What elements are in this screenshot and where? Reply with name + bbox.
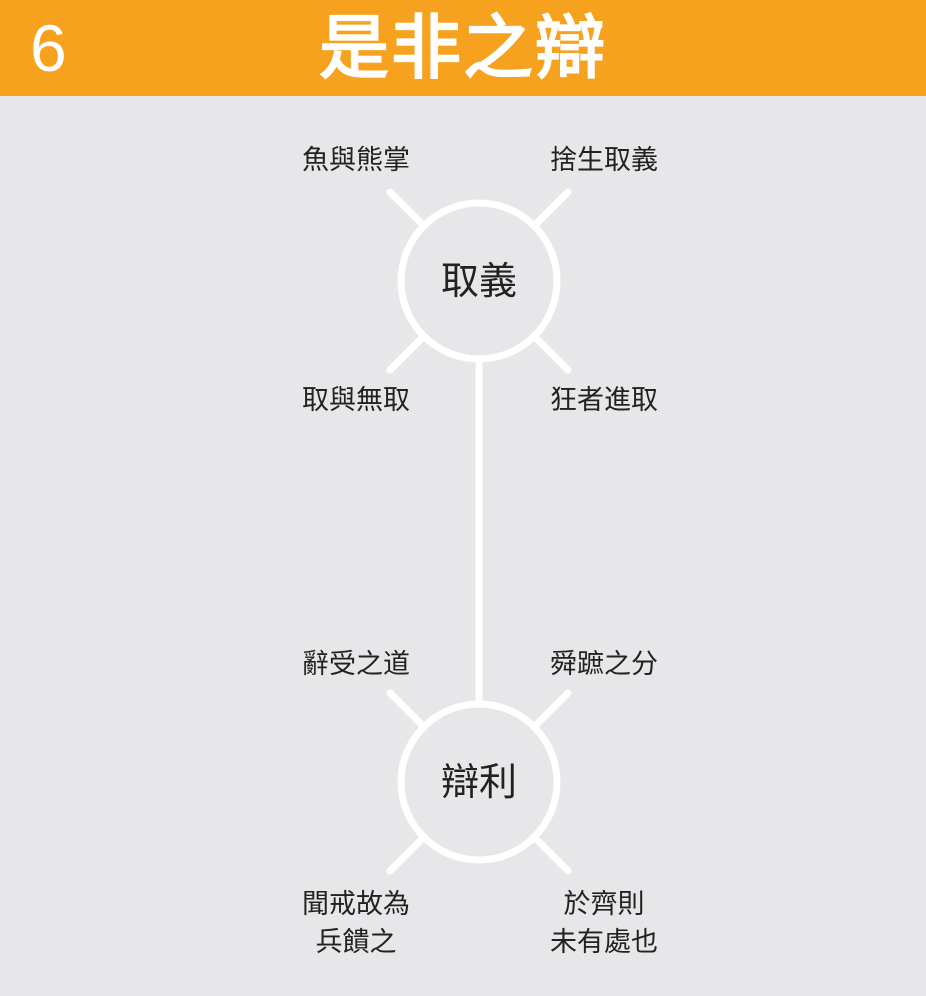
top-hub-label-bottom-right: 狂者進取 xyxy=(550,385,658,416)
top-hub-circle xyxy=(397,199,561,363)
bottom-hub-ray-bl xyxy=(386,833,428,875)
page-title: 是非之辯 xyxy=(319,7,607,89)
bottom-hub-label-top-right: 舜蹠之分 xyxy=(550,649,658,680)
top-hub-ray-tl xyxy=(386,188,428,230)
top-hub-ray-tr xyxy=(530,188,572,230)
bottom-hub-ray-tr xyxy=(530,689,572,731)
bottom-hub-label-top-left: 辭受之道 xyxy=(302,649,410,680)
header-bar: 6 是非之辯 xyxy=(0,0,926,96)
bottom-hub-ray-tl xyxy=(386,689,428,731)
top-hub-ray-bl xyxy=(386,332,428,374)
top-hub-label-bottom-left: 取與無取 xyxy=(302,385,410,416)
top-hub-label: 取義 xyxy=(440,259,517,303)
bottom-hub-label-bottom-left-line2: 兵饋之 xyxy=(315,927,397,958)
bottom-hub-label-bottom-right-line2: 未有處也 xyxy=(550,927,658,958)
bottom-hub-label: 辯利 xyxy=(440,760,517,804)
section-number: 6 xyxy=(30,11,67,85)
top-hub-label-top-right: 捨生取義 xyxy=(550,145,658,176)
bottom-hub-circle xyxy=(397,700,561,864)
bottom-hub-label-bottom-left-line1: 聞戒故為 xyxy=(302,889,410,920)
top-hub-label-top-left: 魚與熊掌 xyxy=(302,145,410,176)
bottom-hub-label-bottom-right-line1: 於齊則 xyxy=(563,889,645,920)
bottom-hub-ray-br xyxy=(530,833,572,875)
top-hub-ray-br xyxy=(530,332,572,374)
